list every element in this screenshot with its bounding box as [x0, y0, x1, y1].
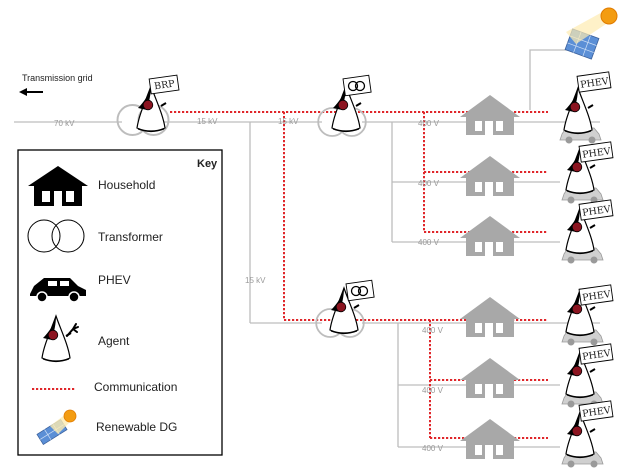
transformer-sign: [342, 74, 372, 97]
key-label-household: Household: [98, 178, 155, 192]
phev-label: PHEV: [582, 289, 612, 304]
phev-agent-1: PHEV: [559, 71, 612, 144]
house-icon: [460, 216, 520, 256]
voltage-label: 400 V: [418, 179, 440, 188]
phev-label: PHEV: [582, 348, 612, 363]
voltage-label: 15 kV: [245, 276, 266, 285]
voltage-label: 400 V: [418, 238, 440, 247]
key-label-communication: Communication: [94, 380, 177, 394]
phev-label: PHEV: [582, 405, 612, 420]
agent-icon: [563, 87, 594, 135]
key-title: Key: [197, 158, 218, 170]
voltage-label: 400 V: [422, 326, 444, 335]
house-icon: [460, 358, 520, 398]
voltage-label: 70 kV: [54, 119, 75, 128]
voltage-label: 400 V: [418, 119, 440, 128]
comm-line-vertical: [283, 112, 548, 321]
arrow-left-icon: [19, 88, 43, 96]
key-label-transformer: Transformer: [98, 230, 163, 244]
car-icon: [30, 278, 86, 303]
key-label-agent: Agent: [98, 334, 130, 348]
phev-label: PHEV: [582, 204, 612, 219]
dg-line: [529, 49, 582, 110]
brp-label: BRP: [154, 78, 176, 92]
key-label-renewable-dg: Renewable DG: [96, 420, 177, 434]
transformer-sign: [345, 279, 375, 302]
phev-agent-3: PHEV: [561, 199, 614, 264]
legend-key: Key Household Transformer PHEV: [17, 149, 223, 456]
voltage-label: 15 kV: [197, 117, 218, 126]
solar-panel-icon: [564, 7, 618, 60]
phev-agent-5: PHEV: [561, 343, 614, 408]
voltage-label: 400 V: [422, 386, 444, 395]
comm-branch-b: [429, 320, 548, 439]
house-icon: [460, 297, 520, 337]
house-icon: [460, 156, 520, 196]
voltage-label: 400 V: [422, 444, 444, 453]
solar-panel-icon: [36, 409, 77, 445]
house-icon: [28, 166, 88, 206]
brp-sign: BRP: [148, 74, 180, 95]
transformer-icon: [27, 219, 85, 253]
key-label-phev: PHEV: [98, 273, 131, 287]
phev-agent-6: PHEV: [561, 400, 614, 468]
house-icon: [460, 95, 520, 135]
phev-agent-4: PHEV: [561, 284, 614, 346]
phev-label: PHEV: [582, 146, 612, 161]
phev-label: PHEV: [580, 76, 610, 91]
phev-agent-2: PHEV: [561, 141, 614, 204]
voltage-label: 15 kV: [278, 117, 299, 126]
house-icon: [460, 419, 520, 459]
transmission-grid-label: Transmission grid: [22, 73, 93, 83]
